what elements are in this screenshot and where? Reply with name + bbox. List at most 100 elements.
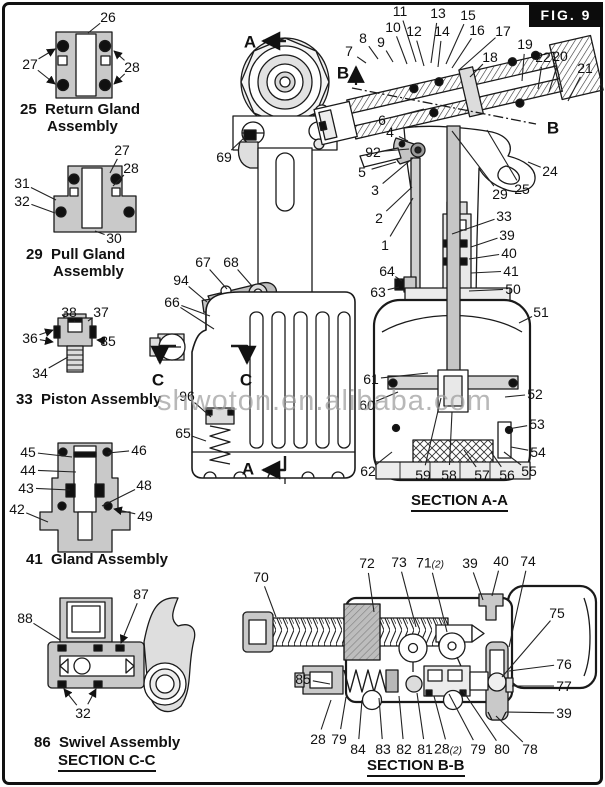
callout-75: 75 (549, 605, 565, 621)
callout-65: 65 (175, 425, 191, 441)
callout-77: 77 (556, 678, 572, 694)
callout-96: 96 (179, 388, 195, 404)
callout-72: 72 (359, 555, 375, 571)
callout-56: 56 (499, 467, 515, 483)
callout-10: 10 (385, 19, 401, 35)
callout-68: 68 (223, 254, 239, 270)
callout-92: 92 (365, 144, 381, 160)
callout-88: 88 (17, 610, 33, 626)
callout-7: 7 (345, 43, 353, 59)
callout-26: 26 (100, 9, 116, 25)
return-gland-figure (55, 31, 113, 99)
callout-54: 54 (530, 444, 546, 460)
swivel-figure (47, 597, 196, 713)
assembly-title-86: 86 Swivel Assembly (34, 734, 180, 751)
callout-12: 12 (406, 23, 422, 39)
callout-11: 11 (392, 3, 408, 19)
callout-19: 19 (517, 36, 533, 52)
callout-C: C (239, 370, 253, 390)
callout-60: 60 (359, 397, 375, 413)
callout-A: A (243, 32, 257, 52)
callout-5: 5 (358, 164, 366, 180)
callout-52: 52 (527, 386, 543, 402)
callout-21: 21 (577, 60, 593, 76)
assembly-name: Piston Assembly (41, 391, 162, 408)
assembly-title-41: 41 Gland Assembly (26, 551, 168, 568)
callout-40: 40 (501, 245, 517, 261)
callout-A: A (241, 459, 255, 479)
callout-27: 27 (114, 142, 130, 158)
callout-80: 80 (494, 741, 510, 757)
callout-28: 28 (310, 731, 326, 747)
figure-label: FIG. 9 (540, 6, 592, 23)
callout-24: 24 (542, 163, 558, 179)
callout-39: 39 (462, 555, 478, 571)
assembly-title-33: 33 Piston Assembly (16, 391, 161, 408)
callout-87: 87 (133, 586, 149, 602)
callout-45: 45 (20, 444, 36, 460)
callout-79: 79 (470, 741, 486, 757)
callout-70: 70 (253, 569, 269, 585)
callout-81: 81 (417, 741, 433, 757)
piston-figure (53, 313, 97, 373)
callout-8: 8 (359, 30, 367, 46)
callout-27: 27 (22, 56, 38, 72)
callout-85: 85 (295, 671, 311, 687)
callout-37: 37 (93, 304, 109, 320)
callout-61: 61 (363, 371, 379, 387)
callout-66: 66 (164, 294, 180, 310)
callout-B: B (336, 63, 350, 83)
callout-17: 17 (495, 23, 511, 39)
callout-14: 14 (434, 23, 450, 39)
callout-42: 42 (9, 501, 25, 517)
section-bb-title: SECTION B-B (367, 757, 465, 777)
callout-51: 51 (533, 304, 549, 320)
assembly-name: Pull Gland (51, 246, 126, 263)
callout-62: 62 (360, 463, 376, 479)
callout-28: 28 (123, 160, 139, 176)
callout-43: 43 (18, 480, 34, 496)
callout-22: 22 (535, 49, 551, 65)
callout-84: 84 (350, 741, 366, 757)
assembly-name: Swivel Assembly (59, 734, 181, 751)
callout-94: 94 (173, 272, 189, 288)
section-cc-title: SECTION C-C (58, 752, 156, 772)
callout-13: 13 (430, 5, 446, 21)
assembly-name-line2: Assembly (53, 263, 124, 280)
callout-30: 30 (106, 230, 122, 246)
callout-63: 63 (370, 284, 386, 300)
callout-57: 57 (474, 467, 490, 483)
assembly-number: 33 (16, 391, 33, 408)
callout-29: 29 (492, 186, 508, 202)
callout-53: 53 (529, 416, 545, 432)
callout-9: 9 (377, 34, 385, 50)
callout-38: 38 (61, 304, 77, 320)
assembly-name: Return Gland (45, 101, 141, 118)
callout-41: 41 (503, 263, 519, 279)
callout-59: 59 (415, 467, 431, 483)
callout-28: 28 (124, 59, 140, 75)
callout-32: 32 (75, 705, 91, 721)
callout-39: 39 (499, 227, 515, 243)
callout-46: 46 (131, 442, 147, 458)
callout-31: 31 (14, 175, 30, 191)
callout-18: 18 (482, 49, 498, 65)
callout-4: 4 (386, 124, 394, 140)
callout-16: 16 (469, 22, 485, 38)
assembly-name-line2: Assembly (47, 118, 118, 135)
callout-34: 34 (32, 365, 48, 381)
section-aa-title: SECTION A-A (411, 492, 508, 512)
callout-69: 69 (216, 149, 232, 165)
assembly-number: 41 (26, 551, 43, 568)
callout-76: 76 (556, 656, 572, 672)
callout-44: 44 (20, 462, 36, 478)
callout-71(2): 71(2) (416, 554, 444, 571)
callout-1: 1 (381, 237, 389, 253)
callout-2: 2 (375, 210, 383, 226)
figure-label-box: FIG. 9 (529, 2, 603, 27)
assembly-number: 25 (20, 101, 37, 118)
callout-25: 25 (514, 181, 530, 197)
watermark: shwoton.en.alibaba.com (157, 385, 492, 417)
